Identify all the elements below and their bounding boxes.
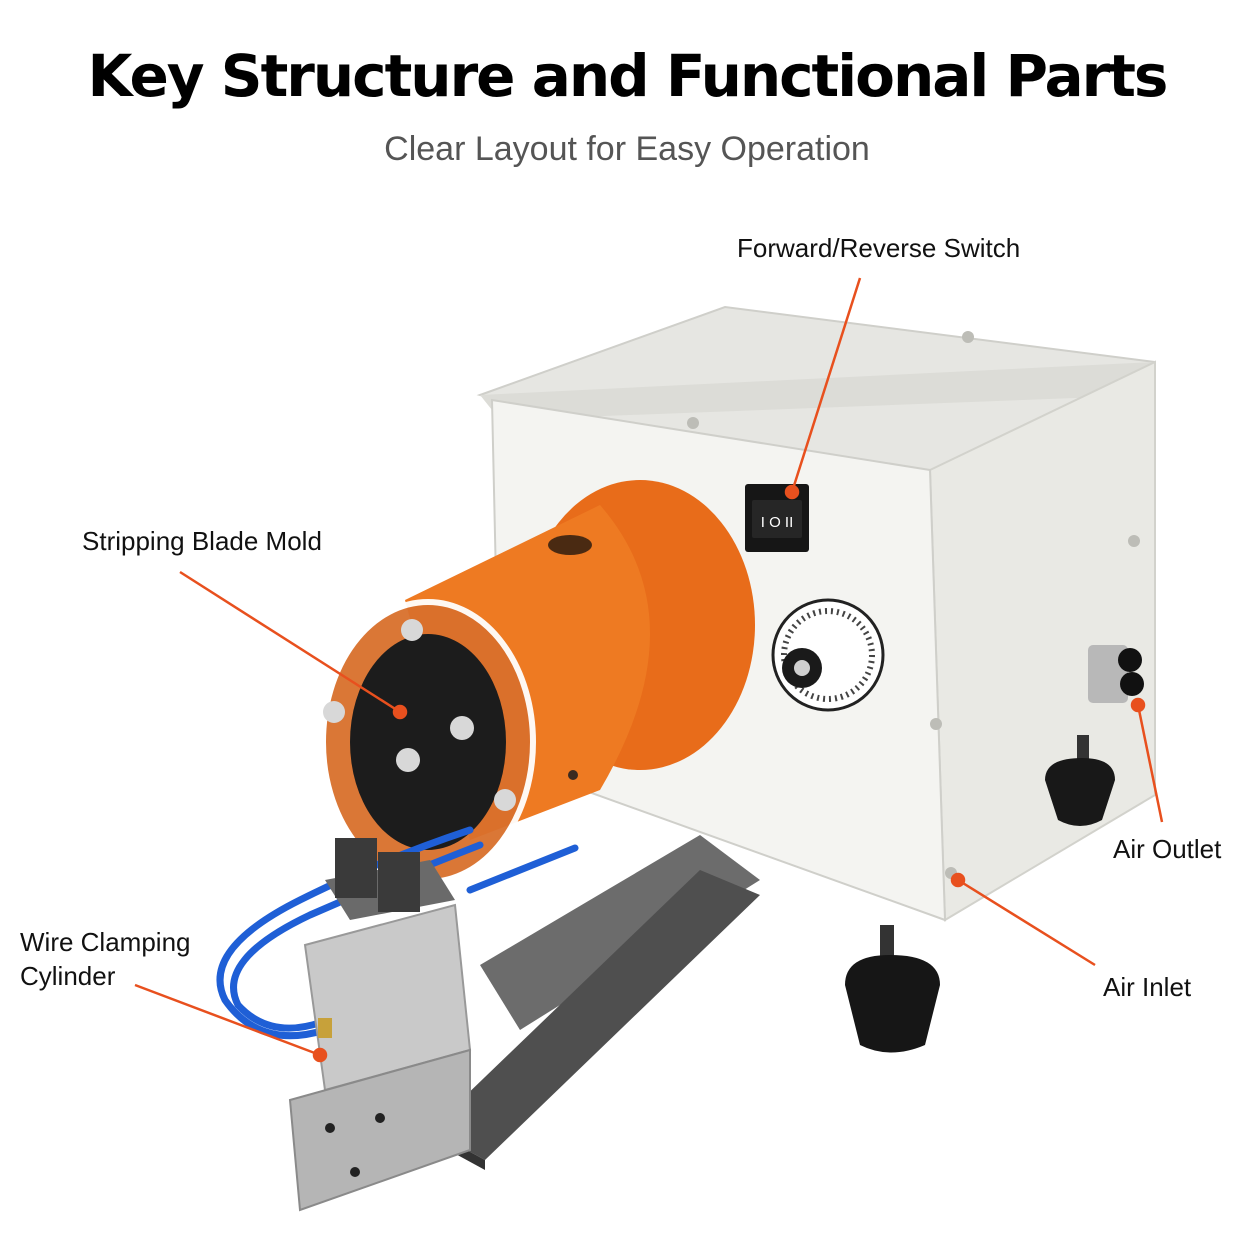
label-air-outlet: Air Outlet (1113, 834, 1222, 864)
air-outlet-fittings (1088, 645, 1144, 703)
speed-dial[interactable] (771, 598, 885, 712)
label-forward-reverse-switch: Forward/Reverse Switch (737, 233, 1021, 263)
label-wire-clamping-line1: Wire Clamping (20, 927, 191, 957)
page-title: Key Structure and Functional Parts (87, 42, 1169, 110)
switch-markings: I O II (761, 514, 794, 531)
label-wire-clamping-line2: Cylinder (20, 961, 116, 991)
wire-clamping-cylinder (288, 838, 472, 1212)
forward-reverse-switch[interactable]: I O II (745, 484, 809, 552)
machine-feet (845, 735, 1115, 1053)
label-stripping-blade-mold: Stripping Blade Mold (82, 526, 322, 556)
stripping-blade-mold (320, 599, 536, 885)
label-air-inlet: Air Inlet (1103, 972, 1192, 1002)
page-subtitle: Clear Layout for Easy Operation (384, 130, 870, 168)
callout-leaders (134, 277, 1164, 1063)
